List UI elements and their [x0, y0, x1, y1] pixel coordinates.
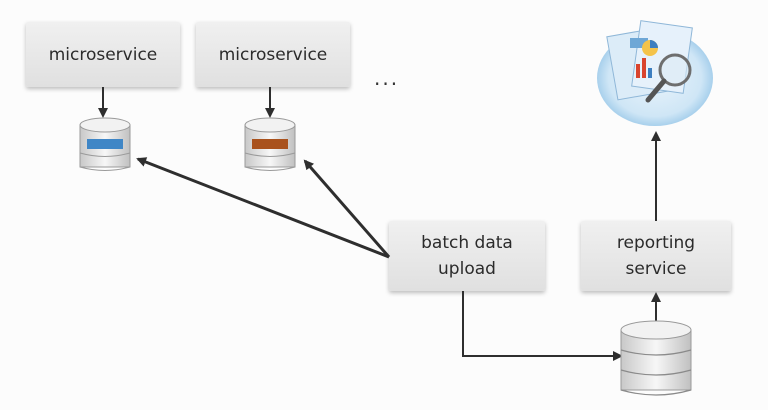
database-icon	[244, 117, 296, 171]
batch-data-upload-box: batch data upload	[389, 221, 545, 291]
batch-data-upload-label: batch data upload	[421, 233, 513, 279]
microservice-2-label: microservice	[218, 44, 328, 65]
microservice-box-1: microservice	[26, 22, 180, 87]
arrow-batch-to-db2	[303, 159, 391, 258]
more-services-ellipsis: ...	[374, 66, 400, 90]
microservice-1-label: microservice	[48, 44, 158, 65]
microservice-box-2: microservice	[196, 22, 350, 87]
reporting-service-label: reporting service	[616, 233, 696, 279]
database-icon	[620, 320, 692, 396]
reporting-service-box: reporting service	[581, 221, 731, 291]
arrow-batch-to-reporting-db	[462, 291, 623, 361]
database-icon	[79, 117, 131, 171]
arrow-batch-to-db1	[136, 157, 390, 259]
report-documents-magnifier-icon	[597, 20, 713, 126]
